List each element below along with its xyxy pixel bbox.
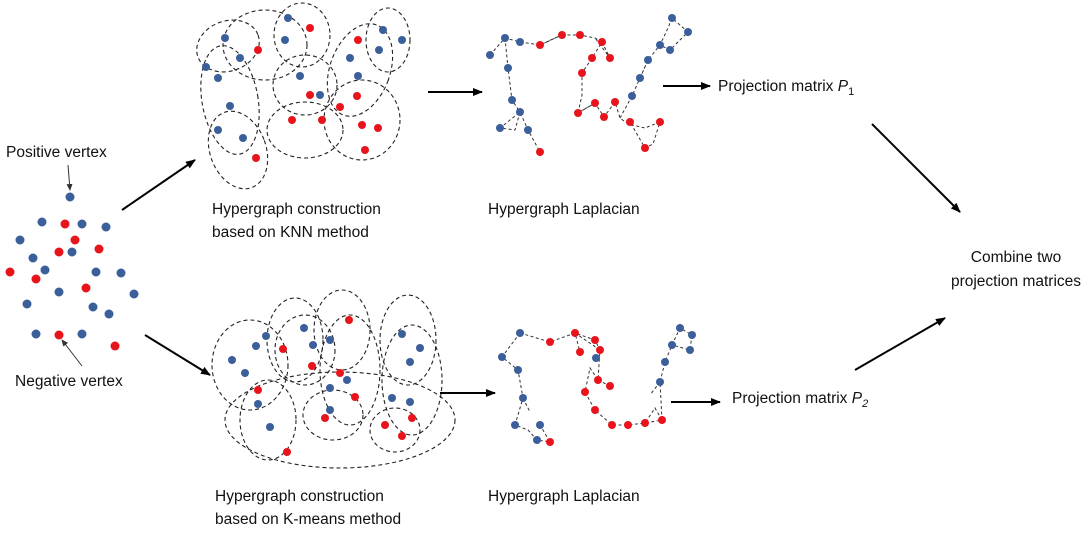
knn-caption-line2: based on KNN method [212, 224, 369, 241]
negative-vertex-label: Negative vertex [15, 373, 123, 390]
laplacian-bottom-caption: Hypergraph Laplacian [488, 488, 640, 505]
laplacian-graph-bottom [498, 324, 696, 446]
laplacian-graph-top [486, 14, 692, 156]
laplacian-top-caption: Hypergraph Laplacian [488, 201, 640, 218]
arrow-to-kmeans [144, 334, 211, 376]
kmeans-hypergraph [211, 289, 456, 469]
knn-hypergraph [196, 2, 411, 190]
projection-matrix-p1-label: Projection matrix P1 [718, 78, 854, 98]
kmeans-caption-line2: based on K-means method [215, 511, 401, 528]
arrow-proj2-to-combine [854, 317, 946, 371]
knn-caption-line1: Hypergraph construction [212, 201, 381, 218]
input-vertex-cloud [5, 192, 139, 351]
combine-caption-line2: projection matrices [951, 273, 1081, 290]
positive-pointer-arrow [66, 164, 73, 191]
arrow-proj1-to-combine [871, 123, 961, 213]
combine-caption-line1: Combine two [971, 249, 1061, 266]
projection-matrix-p2-label: Projection matrix P2 [732, 390, 868, 410]
positive-vertex-label: Positive vertex [6, 144, 107, 161]
negative-pointer-arrow [61, 339, 83, 367]
kmeans-caption-line1: Hypergraph construction [215, 488, 384, 505]
arrow-to-knn [121, 159, 196, 211]
